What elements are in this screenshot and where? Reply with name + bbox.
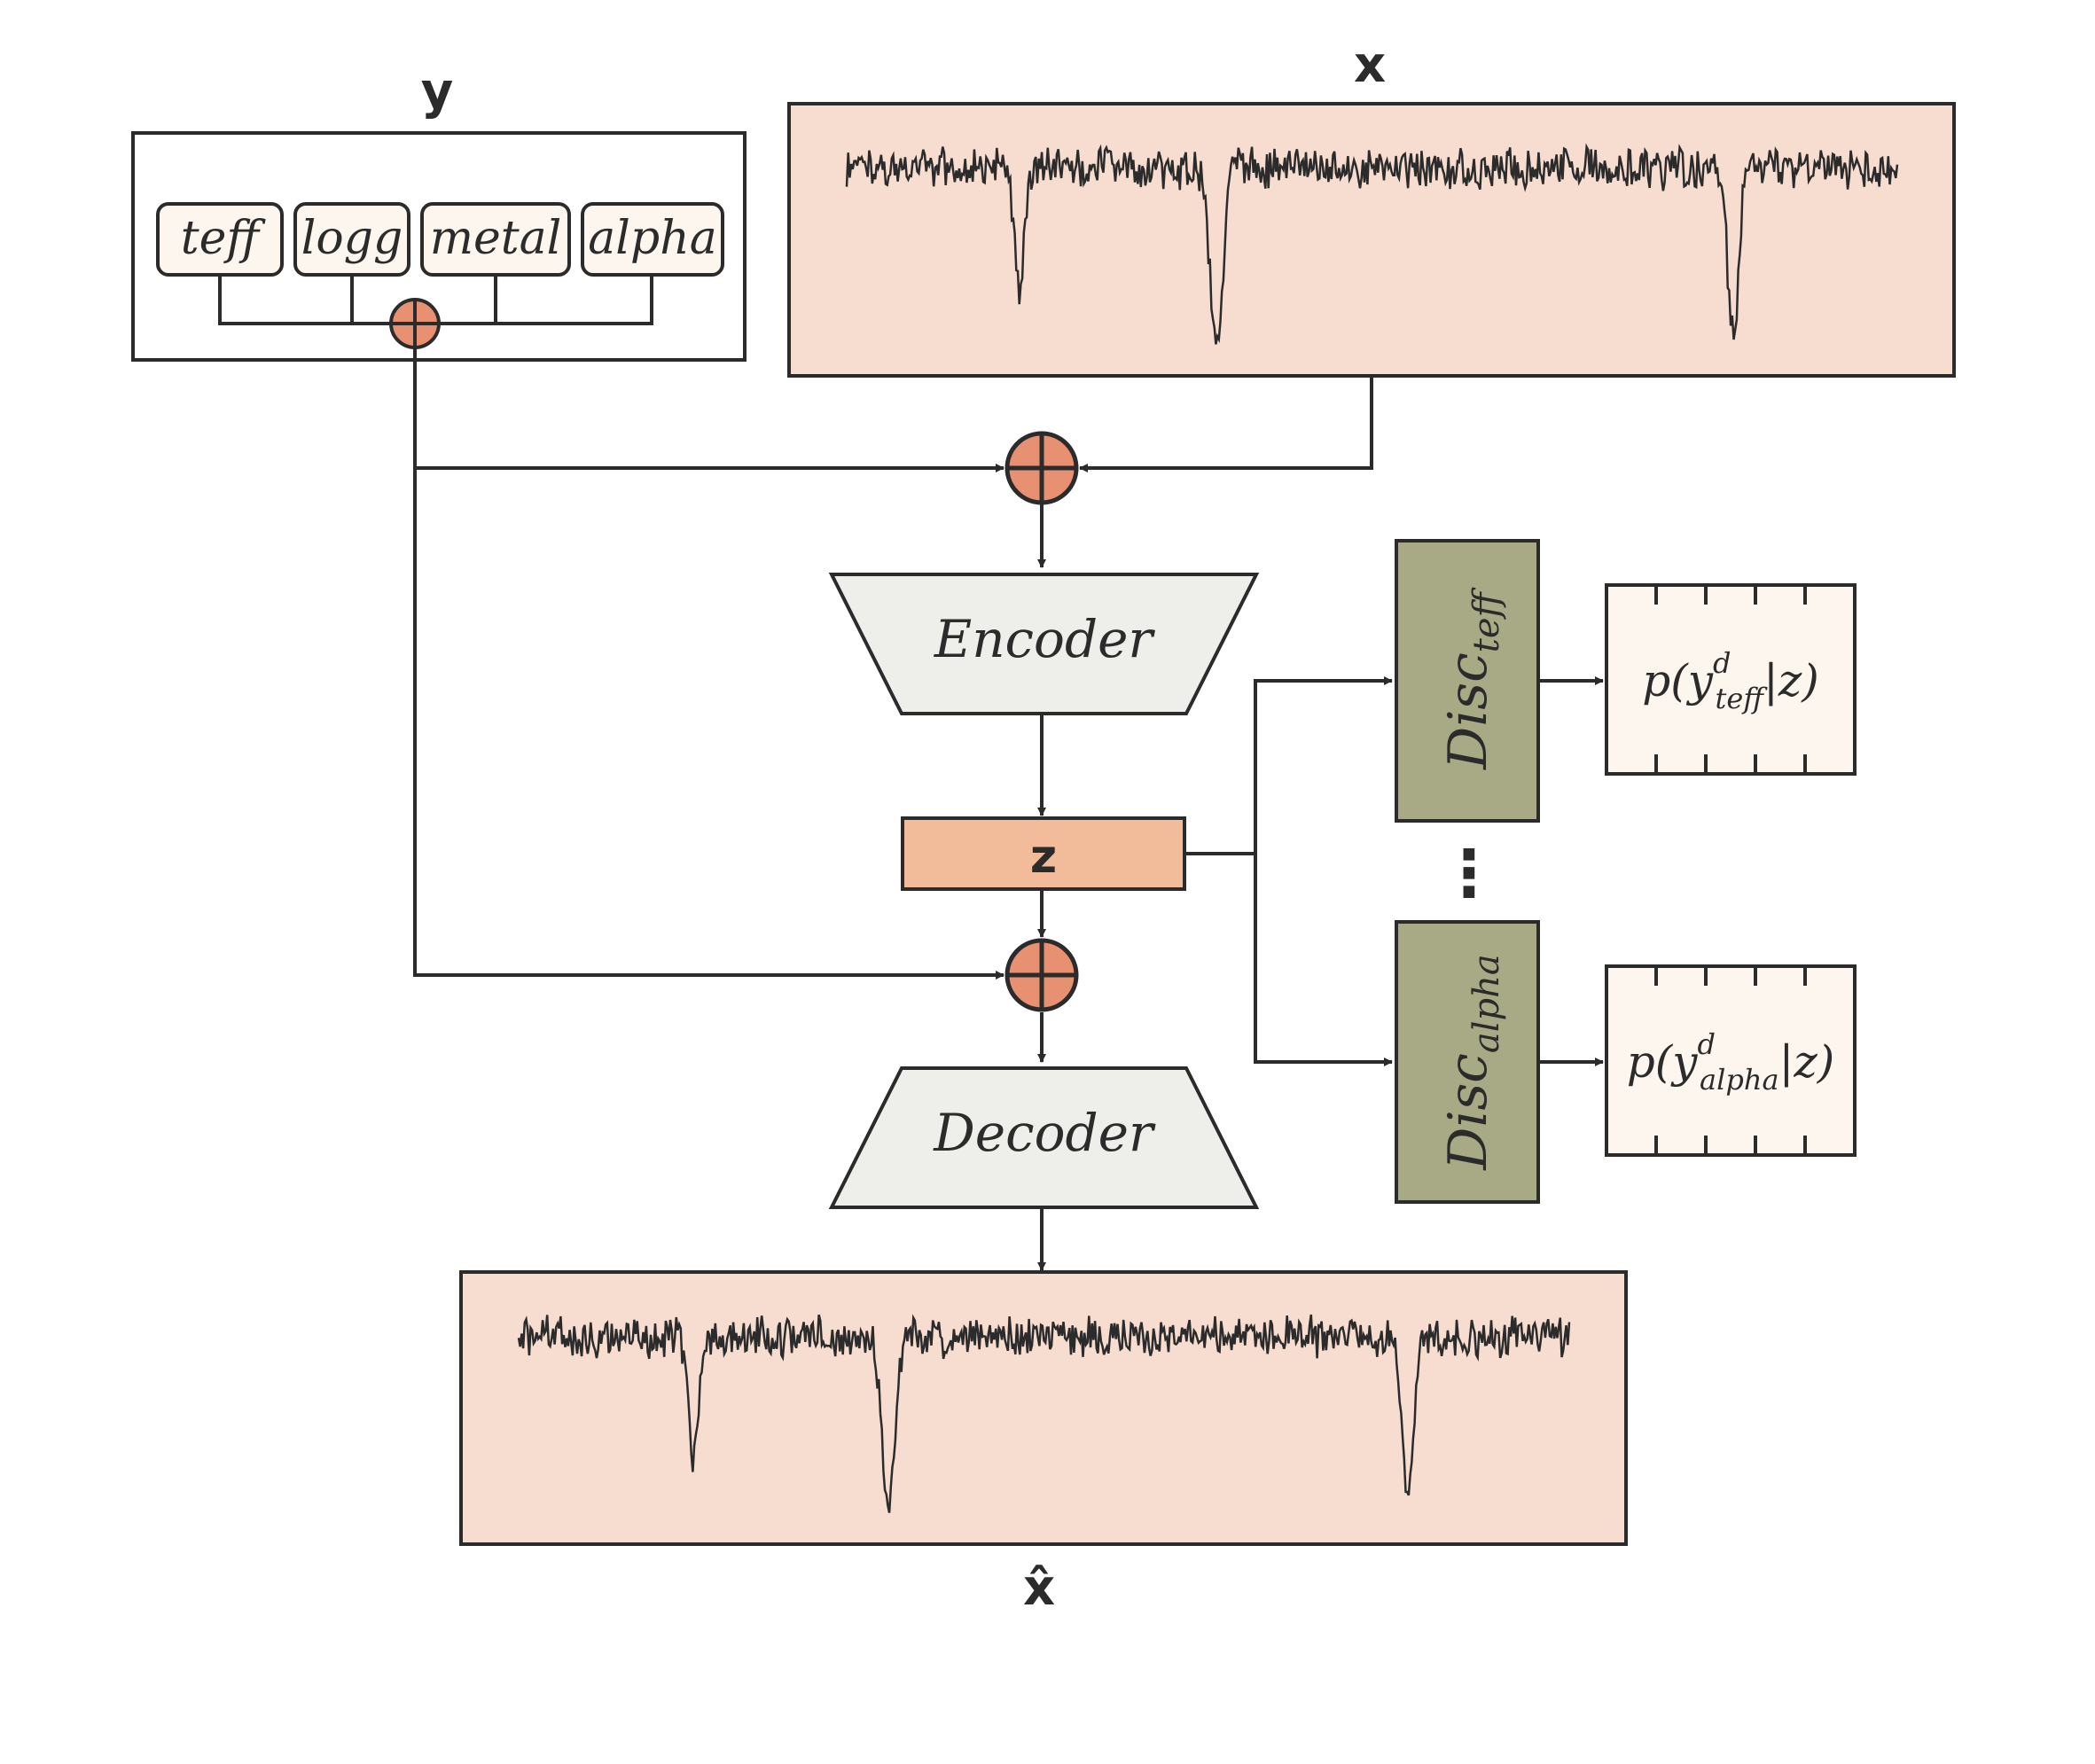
y-label: y [421,63,454,121]
x-hat-label: x̂ [1023,1559,1055,1617]
discriminator-alpha-label: Discalpha [1437,954,1507,1171]
condition-label-logg: logg [301,212,403,265]
decoder-block [828,1066,1260,1209]
reconstructed-spectrum-panel [459,1270,1628,1546]
input-spectrum-panel [787,102,1956,378]
z-to-disc-alpha-line [1254,854,1393,1066]
input-spectrum-line [845,143,1899,345]
encoder-label: Encoder [934,609,1156,669]
condition-label-alpha: alpha [588,212,716,265]
encoder-block [828,573,1260,715]
condition-plus-node [389,298,441,349]
connections [413,346,1604,1271]
latent-z-block [901,816,1186,891]
x-label: x [1354,36,1386,94]
discriminator-alpha-block [1395,920,1540,1204]
z-to-disc-bus [1184,676,1393,855]
reconstructed-spectrum-line [517,1314,1571,1513]
encoder-merge-plus-node [1005,431,1079,505]
condition-label-teff: teff [181,212,267,265]
decoder-merge-plus-node [1005,938,1079,1012]
decoder-label: Decoder [933,1103,1156,1163]
ellipsis: ⋮ [1437,836,1501,910]
discriminator-teff-block [1395,539,1540,823]
condition-boxes: teff logg metal alpha [156,202,724,277]
condition-label-metal: metal [430,212,562,265]
y-to-decoder-line [413,346,1005,980]
latent-z-label: z [1030,831,1057,884]
x-to-encoder-line [1079,376,1373,472]
discriminator-teff-label: Discteff [1437,586,1507,769]
